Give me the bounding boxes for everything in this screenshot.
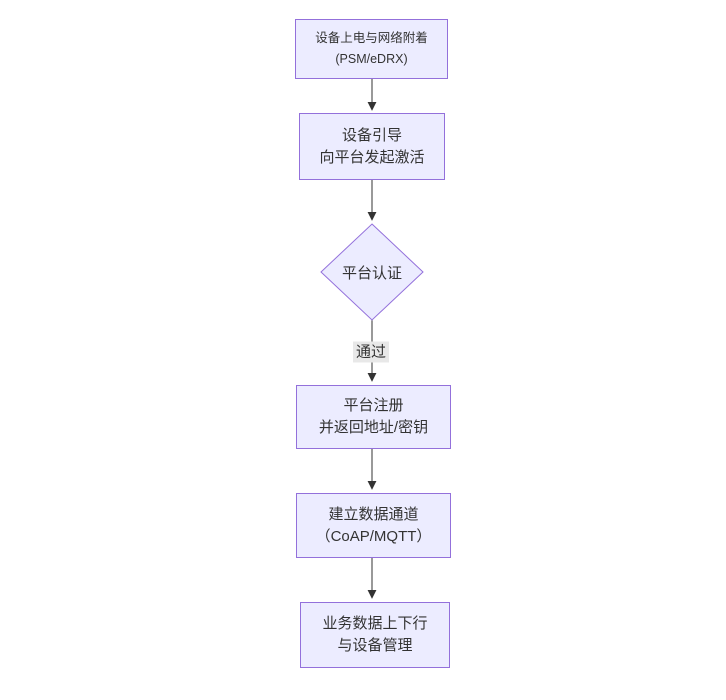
node-label-line: 向平台发起激活 [319,148,425,166]
edge-label-pass: 通过 [352,341,390,363]
node-label-line: 平台认证 [341,264,402,282]
node-business-data: 业务数据上下行 与设备管理 [300,602,450,668]
node-label-line: 平台注册 [343,397,404,414]
node-label-line: 建立数据通道 [328,505,419,523]
decision-diamond-shape [320,223,424,321]
node-power-network-attach: 设备上电与网络附着 (PSM/eDRX) [295,19,448,79]
node-data-channel: 建立数据通道 （CoAP/MQTT） [296,493,451,558]
node-platform-register: 平台注册 并返回地址/密钥 [296,385,451,449]
node-label-line: (PSM/eDRX) [335,52,408,66]
node-label-line: 并返回地址/密钥 [318,419,429,436]
node-label-line: （CoAP/MQTT） [315,527,432,545]
node-label-line: 设备引导 [341,126,402,144]
node-label-line: 与设备管理 [337,637,413,654]
node-device-boot: 设备引导 向平台发起激活 [299,113,445,180]
node-platform-auth: 平台认证 [321,224,423,320]
node-label-line: 设备上电与网络附着 [315,31,428,45]
node-label-line: 业务数据上下行 [322,615,428,632]
